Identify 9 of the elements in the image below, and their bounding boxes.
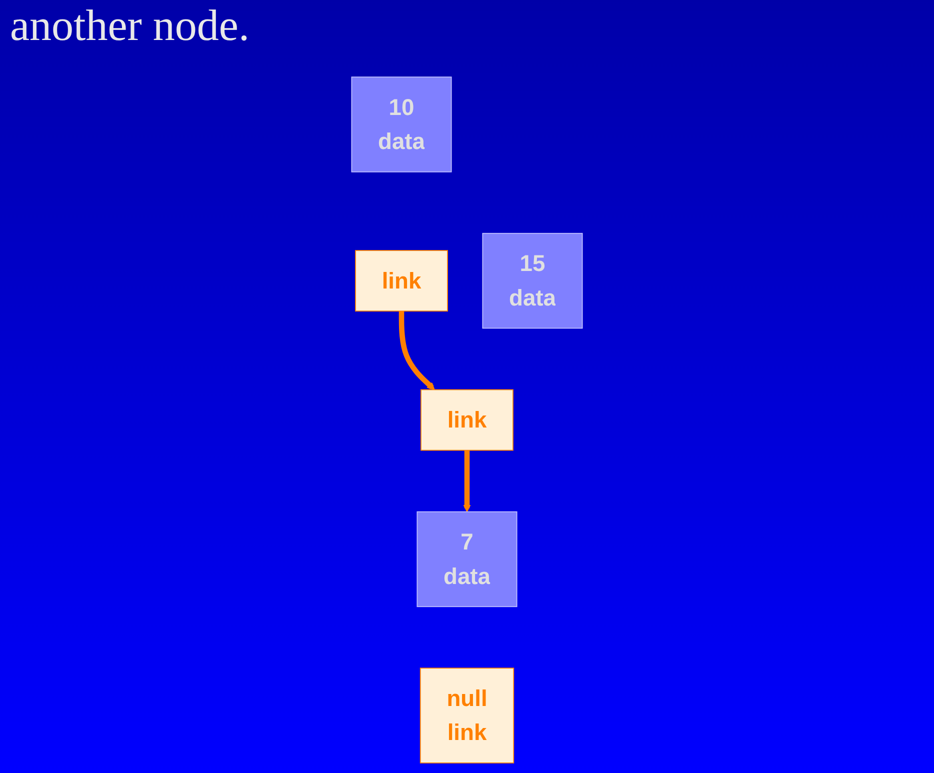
node-box: link xyxy=(355,250,448,312)
node-box: link xyxy=(420,389,514,451)
node-box: 7 data xyxy=(416,511,518,608)
node-box: 10 data xyxy=(351,76,452,172)
arrow xyxy=(463,450,471,512)
arrow xyxy=(398,311,435,390)
note-text: another node. xyxy=(10,0,250,51)
node-box: 15 data xyxy=(482,232,583,329)
node-box: null link xyxy=(420,668,514,764)
